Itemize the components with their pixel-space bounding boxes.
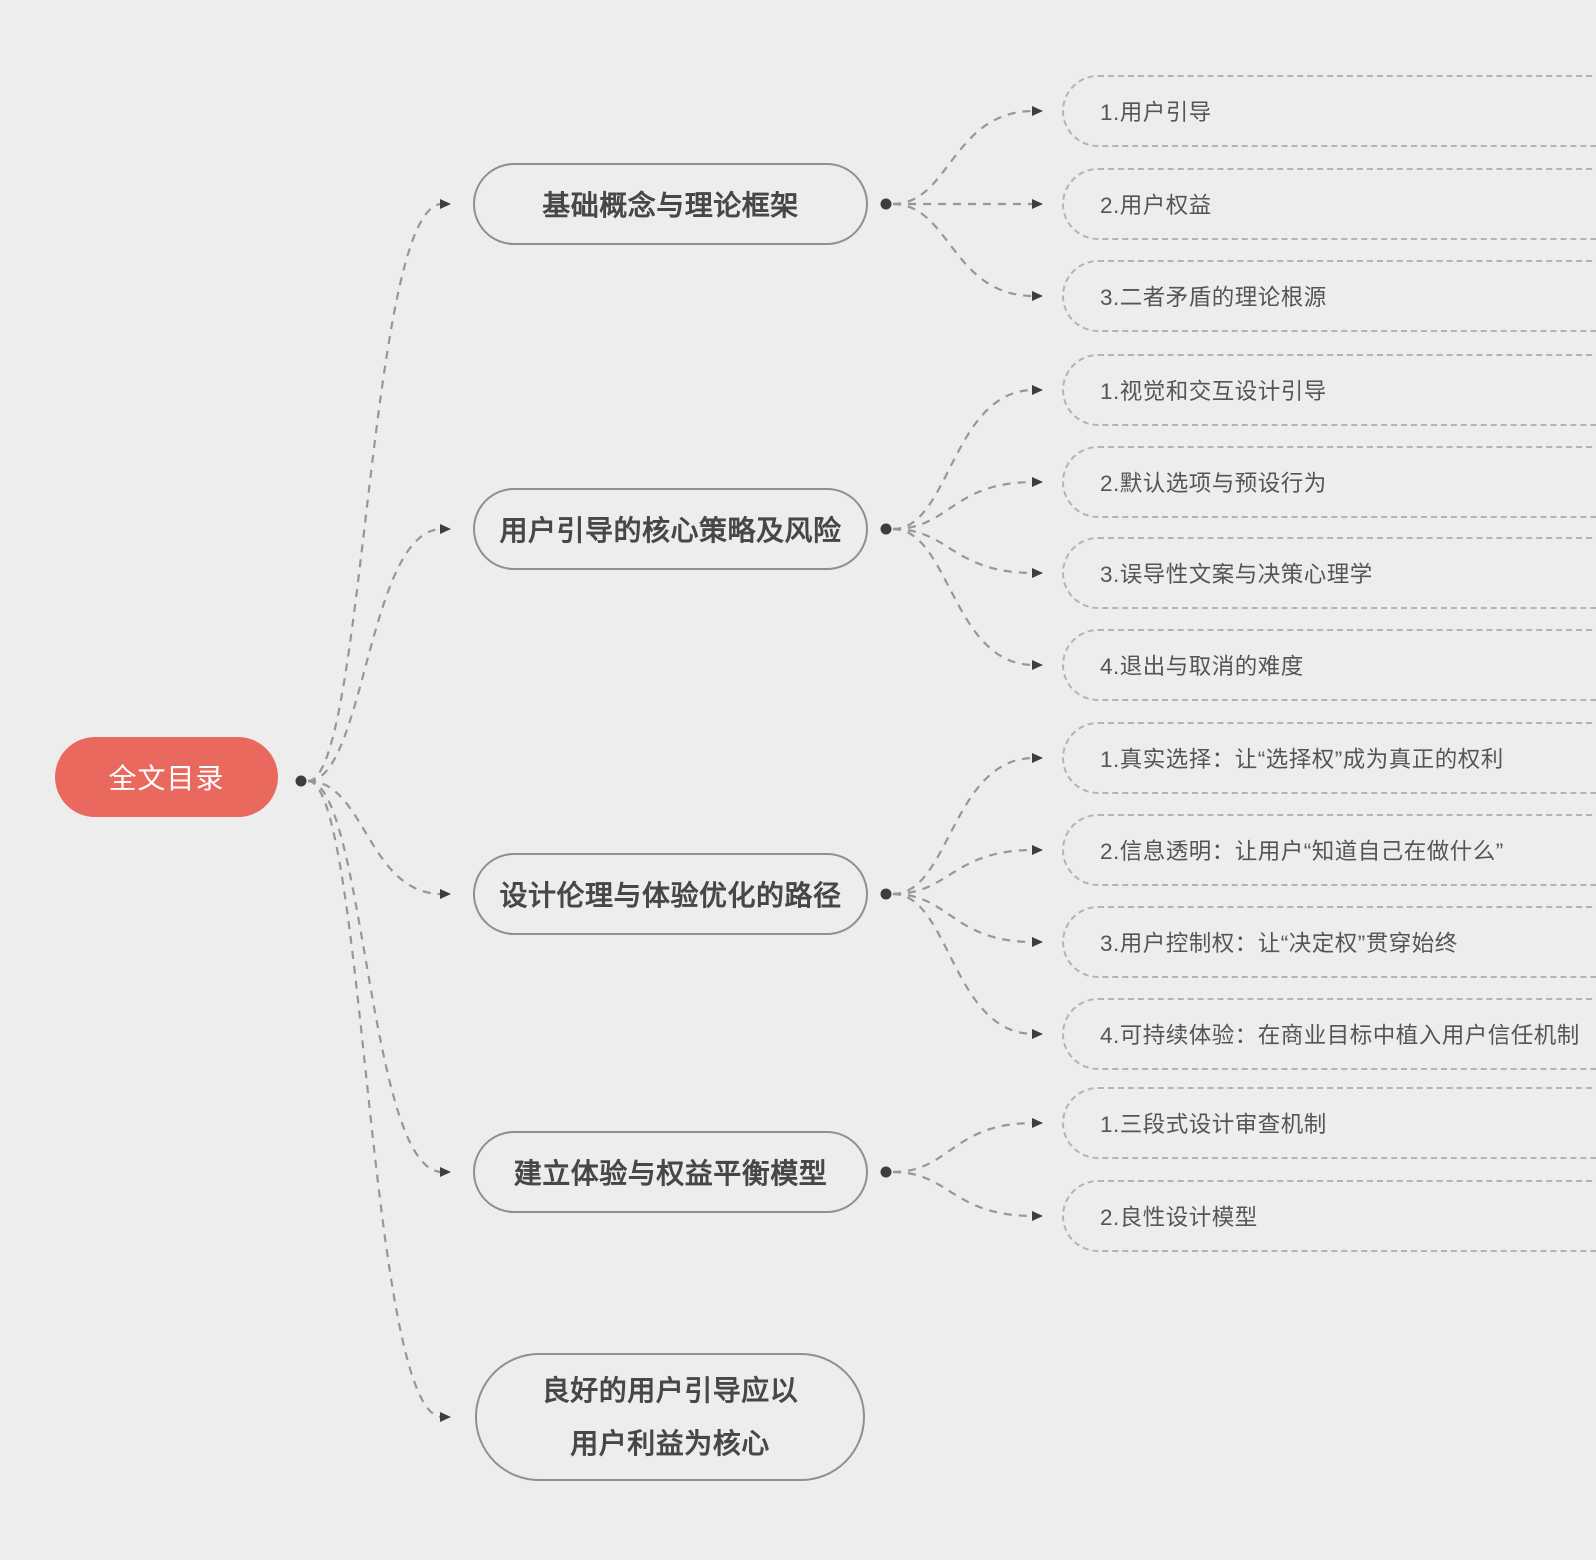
root-topic-node[interactable]: 全文目录 — [55, 737, 278, 817]
connector-root-branch-1 — [307, 199, 451, 783]
child-node-1-1[interactable]: 1.用户引导 — [1062, 75, 1596, 147]
branch-node-3[interactable]: 设计伦理与体验优化的路径 — [473, 853, 868, 935]
connector-b2-c4 — [892, 527, 1043, 670]
connector-dot-branch-2 — [880, 523, 892, 535]
branch-node-2[interactable]: 用户引导的核心策略及风险 — [473, 488, 868, 570]
connector-b3-c1 — [892, 753, 1043, 896]
connector-dot-branch-1 — [880, 198, 892, 210]
connector-b4-c1 — [892, 1118, 1043, 1174]
connector-b2-c3 — [892, 527, 1043, 578]
connector-b3-c3 — [892, 892, 1043, 947]
child-node-3-2[interactable]: 2.信息透明：让用户“知道自己在做什么” — [1062, 814, 1596, 886]
connector-b3-c4 — [892, 892, 1043, 1039]
connector-dot-branch-3 — [880, 888, 892, 900]
child-node-2-3[interactable]: 3.误导性文案与决策心理学 — [1062, 537, 1596, 609]
child-node-3-1[interactable]: 1.真实选择：让“选择权”成为真正的权利 — [1062, 722, 1596, 794]
connector-root-branch-3 — [307, 779, 451, 899]
child-node-1-3[interactable]: 3.二者矛盾的理论根源 — [1062, 260, 1596, 332]
connector-root-branch-2 — [307, 524, 451, 783]
branch-node-4[interactable]: 建立体验与权益平衡模型 — [473, 1131, 868, 1213]
connector-root-branch-4 — [307, 779, 451, 1177]
child-node-3-3[interactable]: 3.用户控制权：让“决定权”贯穿始终 — [1062, 906, 1596, 978]
child-node-4-2[interactable]: 2.良性设计模型 — [1062, 1180, 1596, 1252]
child-node-2-4[interactable]: 4.退出与取消的难度 — [1062, 629, 1596, 701]
child-node-3-4[interactable]: 4.可持续体验：在商业目标中植入用户信任机制 — [1062, 998, 1596, 1070]
connector-b3-c2 — [892, 845, 1043, 896]
connector-b1-c1 — [892, 106, 1043, 206]
connector-b2-c2 — [892, 477, 1043, 531]
branch-node-1[interactable]: 基础概念与理论框架 — [473, 163, 868, 245]
branch-node-5[interactable]: 良好的用户引导应以 用户利益为核心 — [475, 1353, 865, 1481]
connector-dot-root — [295, 775, 307, 787]
child-node-4-1[interactable]: 1.三段式设计审查机制 — [1062, 1087, 1596, 1159]
child-node-2-1[interactable]: 1.视觉和交互设计引导 — [1062, 354, 1596, 426]
connector-b4-c2 — [892, 1170, 1043, 1221]
connector-dot-branch-4 — [880, 1166, 892, 1178]
connector-root-branch-5 — [307, 779, 451, 1422]
connector-b1-c3 — [892, 202, 1043, 301]
connector-b2-c1 — [892, 385, 1043, 531]
child-node-1-2[interactable]: 2.用户权益 — [1062, 168, 1596, 240]
child-node-2-2[interactable]: 2.默认选项与预设行为 — [1062, 446, 1596, 518]
